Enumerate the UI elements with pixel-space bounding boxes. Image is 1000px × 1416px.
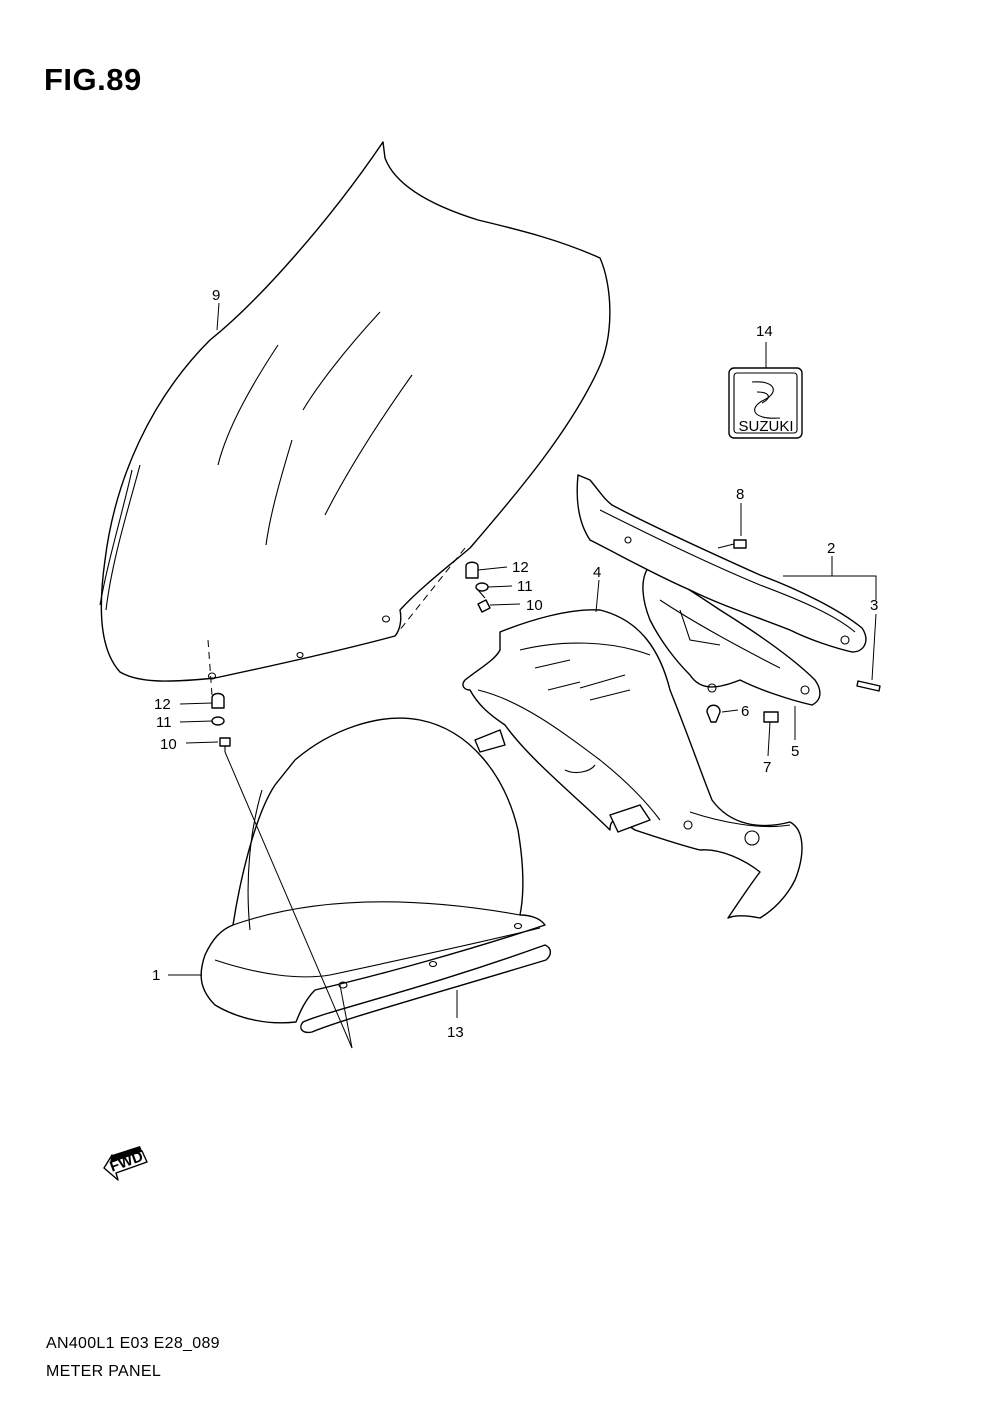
callout-3: 3	[870, 597, 878, 614]
fwd-label: FWD	[108, 1148, 146, 1176]
callout-4: 4	[593, 564, 601, 581]
callout-11-lower: 11	[156, 714, 172, 731]
callout-1: 1	[152, 967, 160, 984]
callout-5: 5	[791, 743, 799, 760]
lower-bracket-part-5	[642, 567, 821, 706]
figure-name: METER PANEL	[46, 1363, 162, 1380]
pin-part-3	[856, 680, 881, 692]
fwd-arrow-icon: FWD	[103, 1146, 148, 1181]
callout-labels: 9 14 8 2 3 4 6 5 7 12 11 10 12 11 10 1 1…	[152, 287, 878, 1041]
callout-11-upper: 11	[517, 578, 533, 595]
screw-part-8	[717, 539, 747, 549]
callout-6: 6	[741, 703, 749, 720]
callout-10-lower: 10	[160, 736, 177, 753]
callout-2: 2	[827, 540, 835, 557]
bolt-part-12-upper	[465, 561, 479, 579]
inner-panel-part-4	[462, 609, 803, 919]
figure-code: AN400L1 E03 E28_089	[46, 1335, 220, 1352]
upper-bracket-part-2	[576, 474, 867, 653]
washer-part-11-lower	[211, 716, 225, 726]
leader-lines	[168, 302, 877, 1018]
screw-part-10-upper	[477, 589, 491, 613]
assembly-lines	[207, 547, 466, 1049]
washer-part-11-upper	[475, 582, 489, 592]
emblem-text: SUZUKI	[738, 418, 793, 435]
callout-14: 14	[756, 323, 773, 340]
nut-part-7	[763, 711, 779, 723]
clip-part-6	[706, 704, 721, 723]
callout-8: 8	[736, 486, 744, 503]
meter-cover-part-1	[200, 717, 546, 1024]
callout-10-upper: 10	[526, 597, 543, 614]
callout-12-upper: 12	[512, 559, 529, 576]
seal-strip-part-13	[300, 944, 552, 1034]
callout-13: 13	[447, 1024, 464, 1041]
callout-12-lower: 12	[154, 696, 171, 713]
callout-7: 7	[763, 759, 771, 776]
figure-title: FIG.89	[44, 62, 142, 97]
callout-9: 9	[212, 287, 220, 304]
screw-part-10-lower	[219, 737, 231, 752]
emblem-part-14: SUZUKI	[728, 367, 803, 439]
figure-footer: AN400L1 E03 E28_089 METER PANEL	[46, 1330, 220, 1386]
bolt-part-12-lower	[211, 692, 225, 709]
